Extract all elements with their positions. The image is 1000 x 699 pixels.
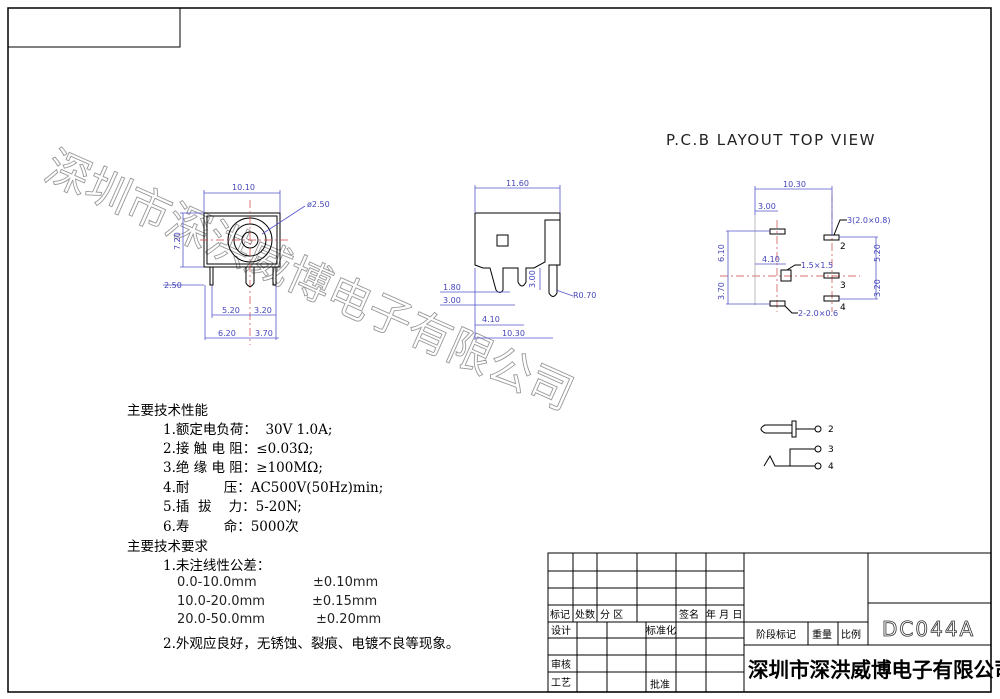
pad-2	[823, 234, 840, 241]
schematic-pin-2: 2	[828, 425, 834, 435]
spec-item: 5.插 拔 力：5-20N;	[163, 499, 302, 515]
tolerance-range: 20.0-50.0mm	[177, 612, 265, 627]
tb-review: 审核	[551, 658, 571, 671]
tb-zone: 分 区	[600, 609, 623, 621]
pcb-pin-2: 2	[840, 242, 846, 252]
dim-width: 10.10	[232, 183, 255, 192]
spec-requirement-1: 1.未注线性公差：	[163, 558, 271, 574]
pcb-layout-title: P.C.B LAYOUT TOP VIEW	[666, 131, 876, 149]
pcb-dim-h2: 3.70	[717, 282, 726, 300]
dim-length: 11.60	[506, 179, 529, 188]
tb-mark: 标记	[550, 609, 570, 621]
pad	[769, 300, 786, 307]
tb-count: 处数	[575, 608, 595, 621]
jack-schematic-symbol: 2 3 4	[760, 420, 834, 472]
tb-scale: 比例	[841, 628, 861, 641]
pcb-dim-r1: 5.20	[873, 244, 882, 262]
pcb-dim-center: 4.10	[762, 255, 780, 264]
spec-item: 2.接 触 电 阻：≤0.03Ω;	[163, 441, 314, 457]
spec-item: 1.额定电负荷： 30V 1.0A;	[163, 422, 333, 438]
tolerance-value: ±0.10mm	[313, 575, 379, 590]
dim-pin-length: 2.50	[164, 281, 182, 290]
pad-3	[823, 272, 840, 279]
tb-design: 设计	[551, 624, 571, 637]
top-left-box	[8, 8, 181, 48]
front-view: 10.10 7.20 ø2.50 2.50 5.20 3.20 6.20 3.7…	[163, 183, 330, 345]
pad-4	[823, 295, 840, 302]
pcb-pin-3: 3	[840, 281, 846, 291]
dim-side-4: 4.10	[482, 315, 500, 324]
spec-item: 6.寿 命：5000次	[163, 519, 299, 535]
spec-item: 4.耐 压：AC500V(50Hz)min;	[163, 480, 384, 496]
tolerance-range: 0.0-10.0mm	[177, 575, 257, 590]
spec-heading-performance: 主要技术性能	[127, 403, 208, 419]
dim-outer-a: 6.20	[218, 329, 236, 338]
pad-center	[780, 269, 792, 282]
pcb-pad-a-label: 3(2.0×0.8)	[847, 216, 890, 225]
pcb-dim-r2: 3.20	[873, 279, 882, 297]
schematic-pin-4: 4	[828, 462, 834, 472]
tolerance-value: ±0.20mm	[316, 612, 382, 627]
side-view: 11.60 1.80 3.00 3.00 4.10 10.30 R0.70	[440, 179, 596, 340]
dim-pitch-b: 3.20	[254, 306, 272, 315]
dim-pitch-a: 5.20	[222, 306, 240, 315]
tb-stage: 阶段标记	[756, 628, 796, 641]
dim-side-1: 1.80	[443, 283, 461, 292]
tb-approve: 批准	[650, 678, 670, 691]
pcb-pin-4: 4	[840, 303, 846, 313]
dim-radius: R0.70	[573, 291, 596, 300]
tb-sign: 签名	[679, 608, 699, 621]
title-block: 标记 处数 分 区 签名 年 月 日 设计 标准化 审核 工艺 批准 阶段标记 …	[547, 552, 1000, 693]
pcb-pad-c-label: 2-2.0×0.6	[798, 309, 838, 318]
pcb-dim-offset: 3.00	[758, 202, 776, 211]
spec-heading-requirements: 主要技术要求	[127, 539, 208, 555]
pcb-pad-b-label: 1.5×1.5	[801, 261, 833, 270]
dim-side-3: 3.00	[528, 270, 537, 288]
tb-date: 年 月 日	[706, 608, 742, 621]
schematic-pin-3: 3	[828, 445, 834, 455]
tolerance-value: ±0.15mm	[312, 594, 378, 609]
tb-process: 工艺	[551, 677, 571, 689]
spec-requirement-2: 2.外观应良好，无锈蚀、裂痕、电镀不良等现象。	[163, 636, 460, 652]
pcb-dim-width: 10.30	[783, 180, 806, 189]
dim-outer-b: 3.70	[255, 329, 273, 338]
dim-hole: ø2.50	[307, 200, 330, 209]
pcb-dim-h1: 6.10	[717, 244, 726, 262]
spec-item: 3.绝 缘 电 阻：≥100MΩ;	[163, 460, 323, 476]
dim-side-5: 10.30	[502, 329, 525, 338]
sheet-border	[7, 7, 992, 693]
dim-height: 7.20	[173, 232, 182, 250]
watermark: 深圳市深洪威博电子有限公司	[38, 141, 581, 420]
part-number: DC044A	[882, 617, 975, 641]
company-name: 深圳市深洪威博电子有限公司	[748, 658, 1000, 682]
tolerance-range: 10.0-20.0mm	[177, 594, 265, 609]
tb-standard: 标准化	[646, 624, 676, 637]
pad	[769, 228, 786, 235]
tb-weight: 重量	[812, 628, 832, 641]
dim-side-2: 3.00	[443, 296, 461, 305]
pcb-layout: 10.30 3.00 6.10 3.70 4.10 5.20 3.20 3(2.…	[717, 180, 890, 318]
